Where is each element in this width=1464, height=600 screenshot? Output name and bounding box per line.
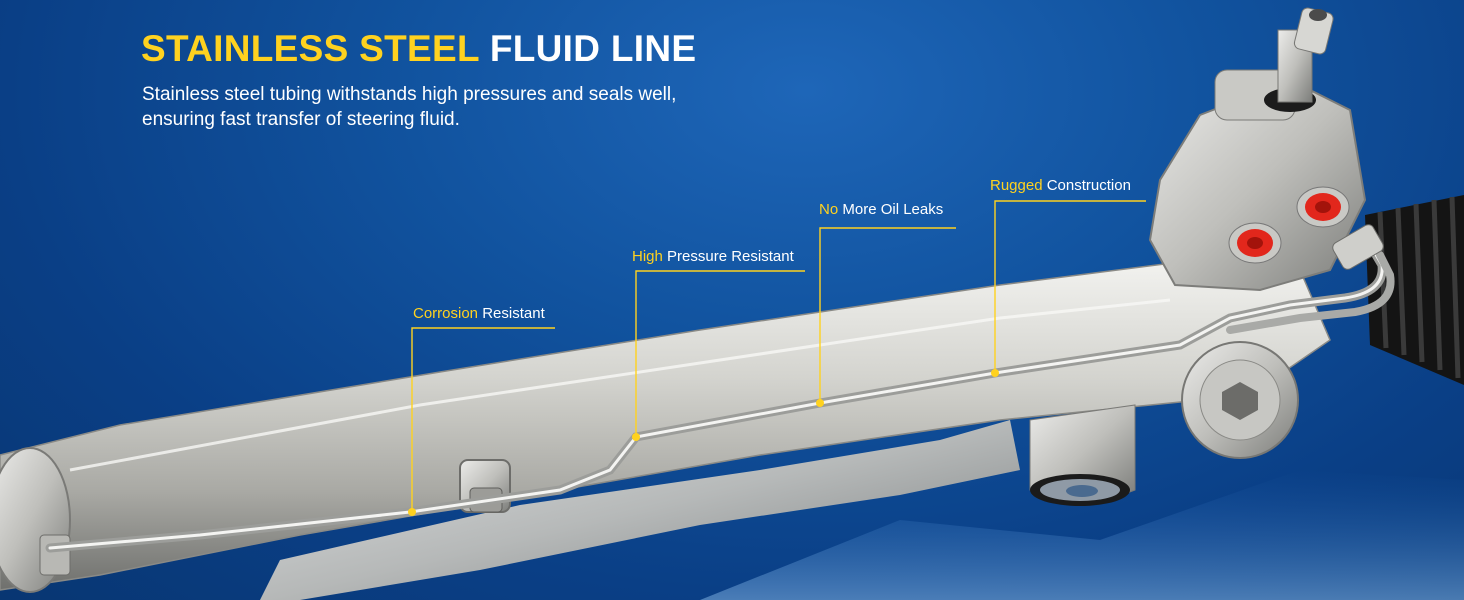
line-fitting — [1332, 224, 1384, 270]
callout-text: Construction — [1046, 177, 1131, 194]
leader-rugged — [994, 200, 1146, 373]
housing-highlight — [69, 298, 1171, 472]
adjuster-plug — [1181, 341, 1299, 459]
dot-rugged — [991, 369, 999, 377]
fluid-line-shine — [48, 246, 1384, 550]
callout-highlight: No — [819, 201, 839, 218]
headline: STAINLESS STEEL FLUID LINE — [141, 28, 696, 70]
callout-rugged: Rugged Construction — [990, 177, 1131, 194]
dot-corrosion — [408, 508, 416, 516]
callout-no-leaks: No More Oil Leaks — [819, 201, 943, 218]
callout-dots — [408, 369, 999, 516]
description-line-1: Stainless steel tubing withstands high p… — [142, 84, 677, 105]
callout-text: Pressure Resistant — [667, 248, 794, 265]
red-port-caps — [1228, 186, 1350, 264]
callout-leaders — [411, 200, 1146, 512]
second-fluid-line — [1226, 251, 1395, 334]
callout-text: More Oil Leaks — [842, 201, 944, 218]
callout-text: Resistant — [482, 305, 545, 322]
rack-lower-flange — [260, 420, 1020, 600]
description: Stainless steel tubing withstands high p… — [142, 82, 762, 132]
dot-high-pressure — [632, 433, 640, 441]
leader-corrosion — [411, 327, 555, 512]
left-bolt — [39, 534, 71, 576]
callout-high-pressure: High Pressure Resistant — [632, 248, 794, 265]
callout-highlight: Corrosion — [413, 305, 479, 322]
rack-housing — [0, 261, 1331, 591]
callout-highlight: Rugged — [990, 177, 1043, 194]
callout-highlight: High — [632, 248, 663, 265]
background-hills — [700, 470, 1464, 600]
leader-no-leaks — [819, 227, 956, 403]
rubber-boot — [1365, 195, 1464, 385]
dot-no-leaks — [816, 399, 824, 407]
callout-corrosion: Corrosion Resistant — [413, 305, 545, 322]
headline-rest: FLUID LINE — [489, 28, 697, 69]
input-shaft — [1264, 7, 1334, 112]
headline-accent: STAINLESS STEEL — [141, 28, 480, 69]
leader-high-pressure — [635, 270, 805, 437]
lower-port-boss — [1029, 404, 1136, 506]
description-line-2: ensuring fast transfer of steering fluid… — [142, 109, 460, 130]
